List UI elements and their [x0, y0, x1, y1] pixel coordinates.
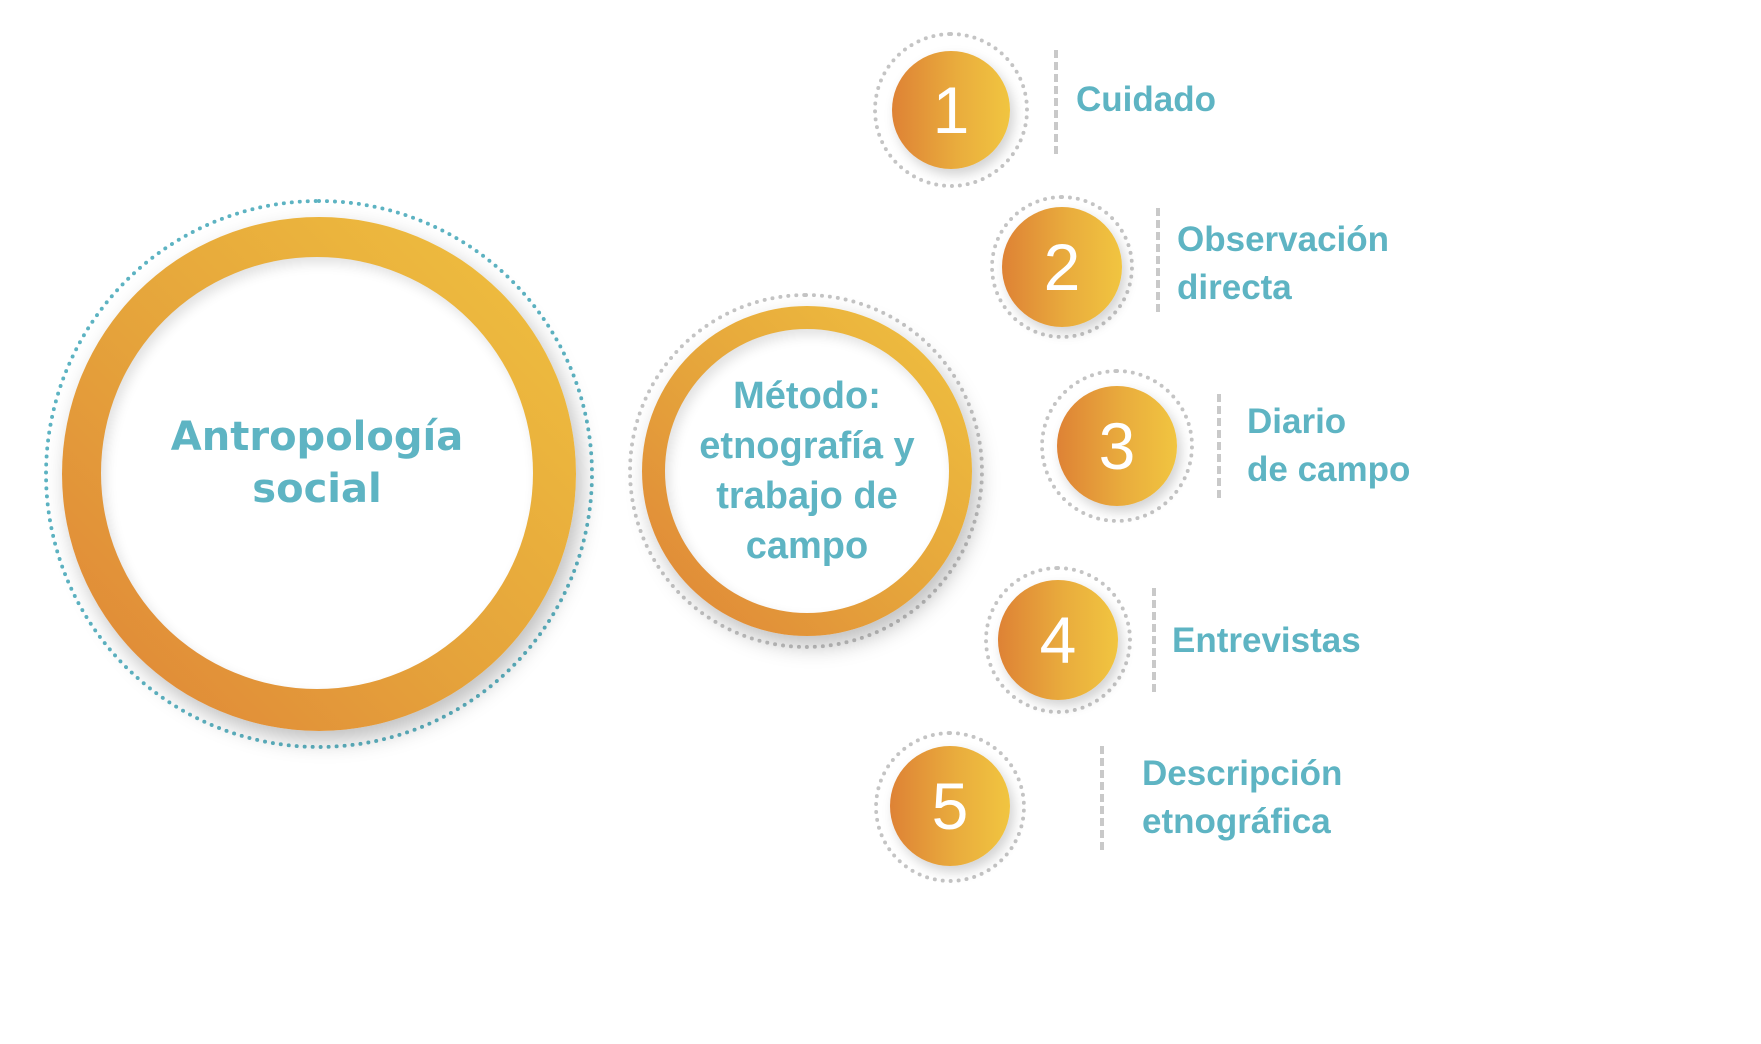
- step-5-dotted-ring: [874, 731, 1026, 883]
- step-4-number-circle: 4: [998, 580, 1118, 700]
- step-1-number-circle: 1: [892, 51, 1010, 169]
- main-outer-dotted-ring: [44, 199, 594, 749]
- step-3-divider: [1217, 394, 1221, 498]
- step-5-divider: [1100, 746, 1104, 850]
- method-outer-dotted-ring: [628, 293, 984, 649]
- step-5-label: Descripción etnográfica: [1142, 754, 1343, 841]
- step-2-divider: [1156, 208, 1160, 312]
- step-3-number-circle: 3: [1057, 386, 1177, 506]
- step-5-number-circle: 5: [890, 746, 1010, 866]
- step-3-number: 3: [1098, 409, 1136, 483]
- method-circle: Método: etnografía y trabajo de campo: [665, 329, 949, 613]
- main-topic-circle: Antropología social: [101, 257, 533, 689]
- step-2-number-circle: 2: [1002, 207, 1122, 327]
- step-3-label: Diario de campo: [1247, 402, 1411, 489]
- main-topic-title: Antropología social: [170, 414, 464, 512]
- step-1-divider: [1054, 50, 1058, 154]
- step-4-divider: [1152, 588, 1156, 692]
- step-2-dotted-ring: [990, 195, 1134, 339]
- step-5-number: 5: [931, 769, 969, 843]
- step-1-dotted-ring: [873, 32, 1029, 188]
- step-4-number: 4: [1039, 603, 1077, 677]
- method-title: Método: etnografía y trabajo de campo: [699, 375, 915, 567]
- step-1-label: Cuidado: [1076, 80, 1216, 119]
- step-2-number: 2: [1043, 230, 1081, 304]
- step-4-dotted-ring: [984, 566, 1132, 714]
- step-1-number: 1: [932, 73, 970, 147]
- step-3-dotted-ring: [1040, 369, 1194, 523]
- step-2-label: Observación directa: [1177, 220, 1390, 307]
- step-4-label: Entrevistas: [1172, 621, 1361, 660]
